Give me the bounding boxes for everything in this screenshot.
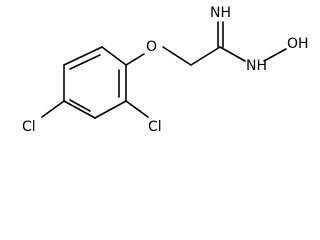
atom-cl-right: Cl (148, 119, 162, 135)
benzene-ring (63, 46, 127, 119)
molecule-structure: O NH NH OH Cl Cl (22, 5, 309, 135)
bond-nh-oh (263, 48, 287, 62)
bond-ring-inner-3 (69, 54, 101, 70)
bond-ring-inner-2 (69, 99, 91, 112)
bond-ring-cl-right (125, 100, 149, 118)
bond-o-ch2 (162, 46, 192, 66)
bond-ch2-c (190, 46, 221, 66)
bond-ring-3 (94, 100, 127, 119)
atom-o-ether: O (146, 39, 157, 55)
atom-nh: NH (246, 58, 267, 74)
bond-c-nh (219, 46, 246, 62)
bond-ring-4 (63, 100, 96, 119)
atom-oh: OH (287, 36, 309, 52)
bond-ring-cl-left (41, 100, 65, 118)
bond-ring-1 (101, 46, 127, 66)
bond-ring-6 (63, 46, 103, 66)
atom-cl-left: Cl (22, 119, 36, 135)
atom-nh-imine: NH (210, 5, 231, 21)
bond-ring-o (125, 53, 145, 66)
